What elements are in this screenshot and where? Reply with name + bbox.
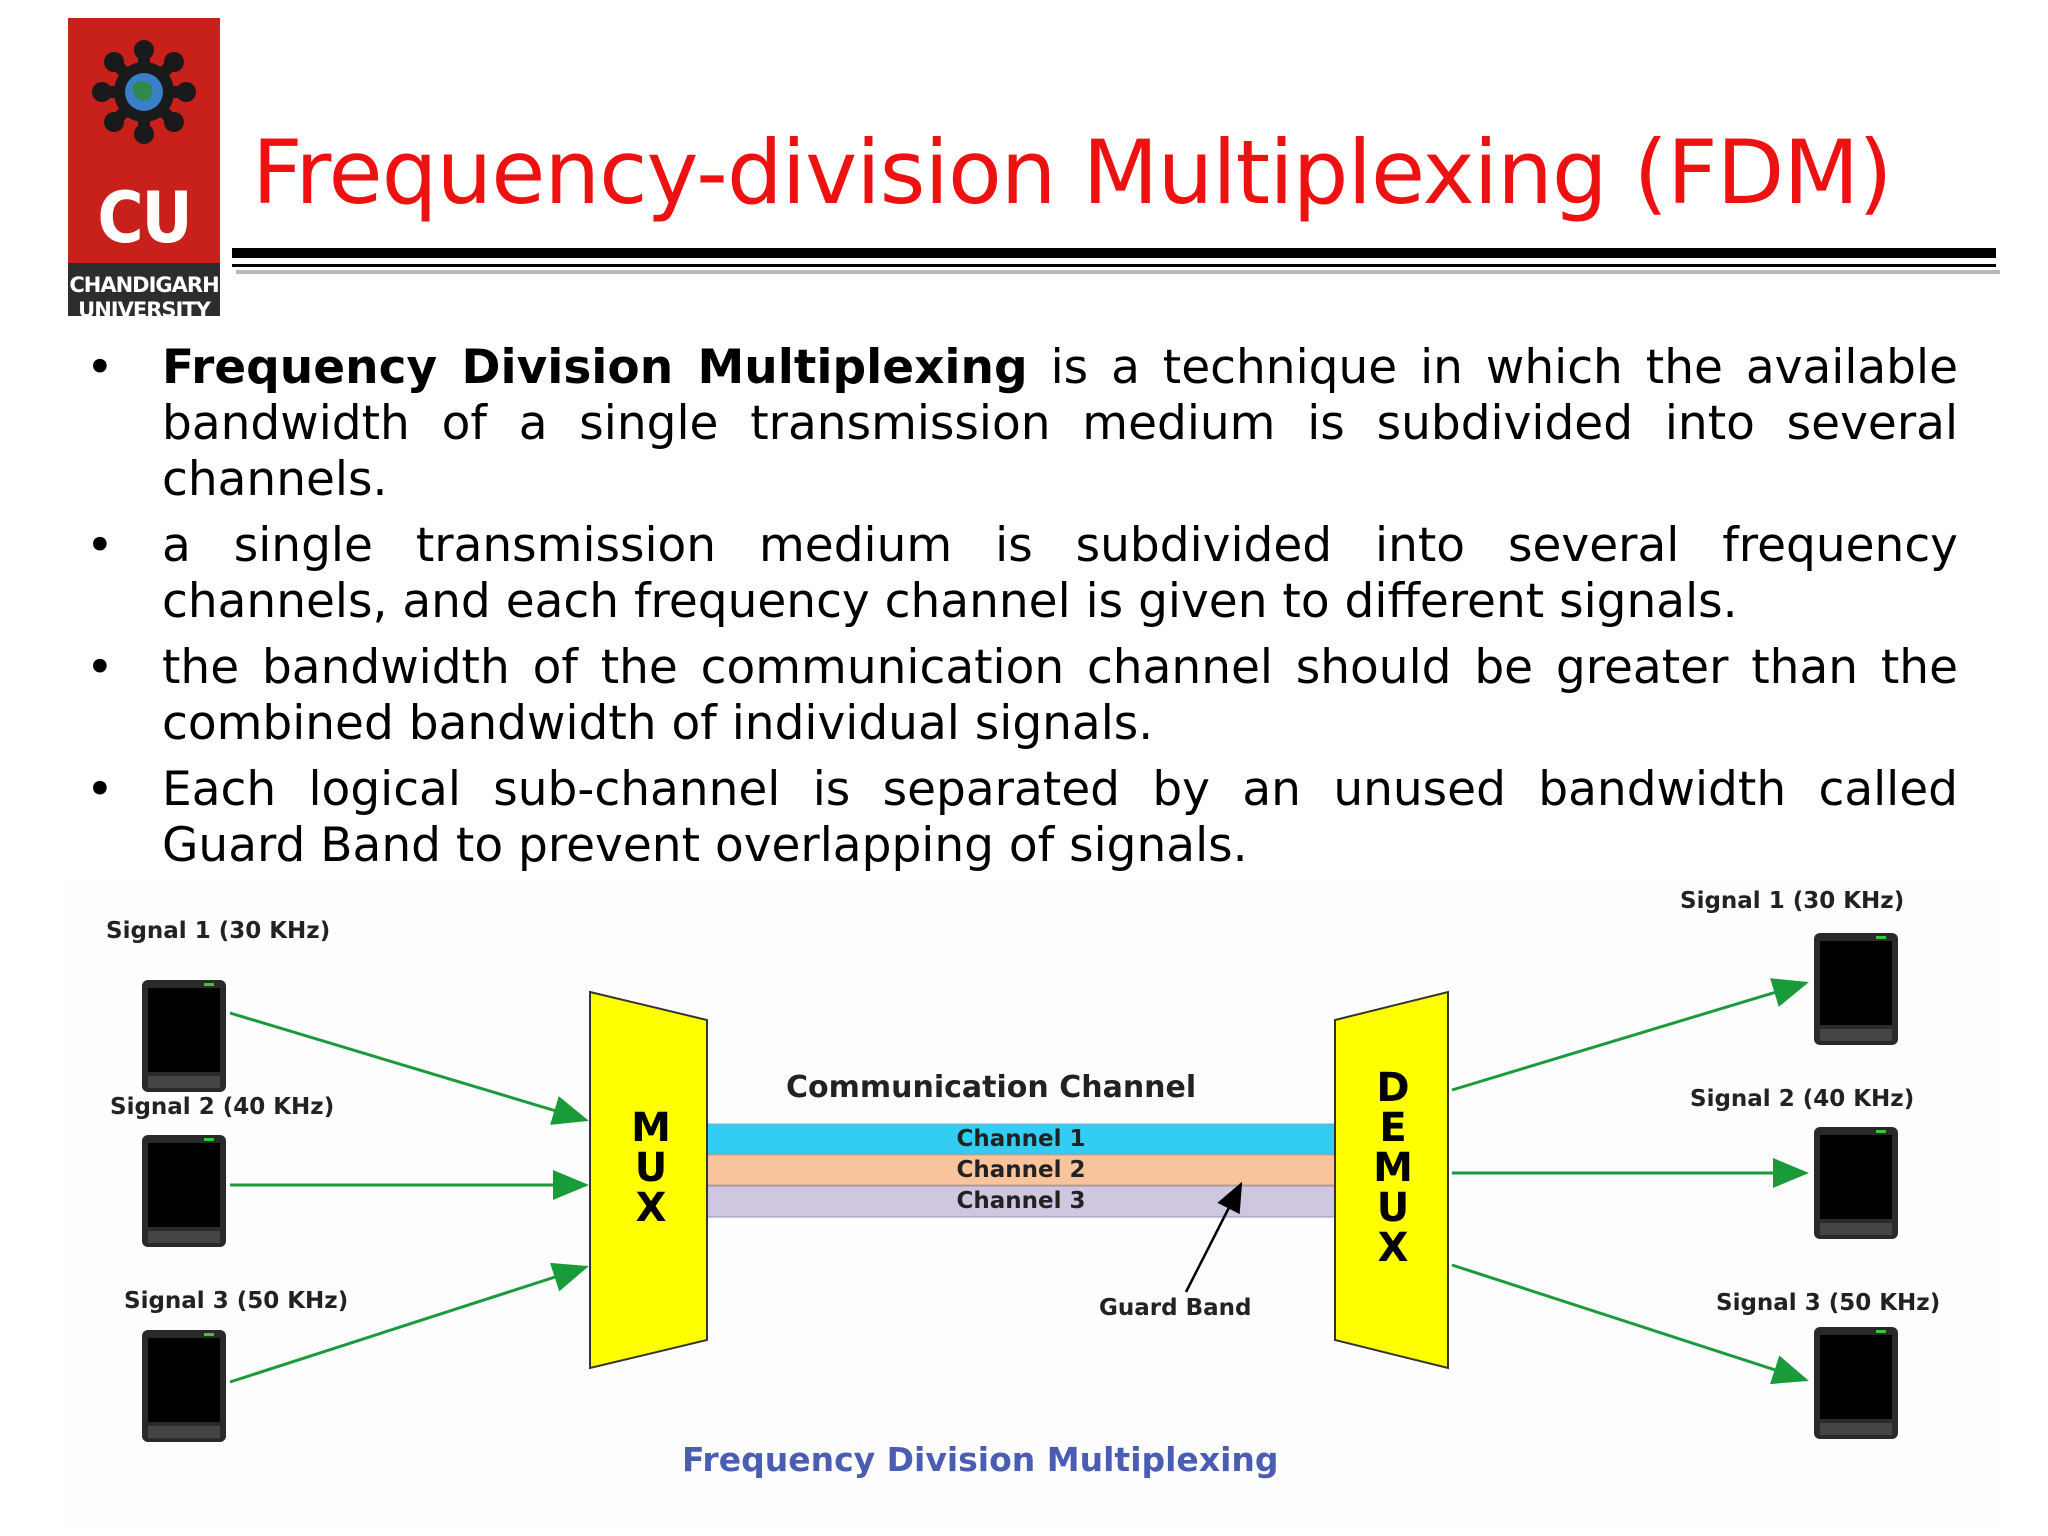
output-phone-icon xyxy=(1814,933,1898,1045)
input-signal-1-label: Signal 1 (30 KHz) xyxy=(106,918,331,944)
vertical-letter: U xyxy=(1376,1185,1410,1231)
title-rule-thin xyxy=(232,264,1996,267)
guard-band-label: Guard Band xyxy=(1099,1295,1252,1321)
channel-2-band xyxy=(706,1154,1336,1186)
bullet-icon: • xyxy=(86,518,114,573)
channel-1-label: Channel 1 xyxy=(956,1126,1086,1152)
bullet-item: • the bandwidth of the communication chan… xyxy=(80,640,1958,752)
vertical-letter: E xyxy=(1379,1105,1407,1151)
bullet-item: • a single transmission medium is subdivi… xyxy=(80,518,1958,630)
input-signal-3-label: Signal 3 (50 KHz) xyxy=(124,1288,349,1314)
output-arrow xyxy=(1451,1263,1809,1385)
output-signal-2-label: Signal 2 (40 KHz) xyxy=(1690,1086,1915,1112)
bullet-bold: Frequency Division Multiplexing xyxy=(162,340,1028,395)
output-phone-icon xyxy=(1814,1327,1898,1439)
slide-title: Frequency-division Multiplexing (FDM) xyxy=(252,121,1893,224)
bullet-item: • Each logical sub-channel is separated b… xyxy=(80,762,1958,874)
bullet-text: a single transmission medium is subdivid… xyxy=(162,518,1958,629)
bullet-text: the bandwidth of the communication chann… xyxy=(162,640,1958,751)
title-rule-shadow xyxy=(236,270,2000,274)
university-logo: CU CHANDIGARH UNIVERSITY xyxy=(68,18,220,322)
input-phone-icon xyxy=(142,1135,226,1247)
channel-3-label: Channel 3 xyxy=(956,1188,1086,1214)
logo-name-line1: CHANDIGARH xyxy=(69,273,219,297)
fdm-diagram-graphics xyxy=(142,933,1898,1442)
mux-block xyxy=(589,990,708,1370)
guard-band-arrow xyxy=(1184,1181,1243,1293)
channel-title: Communication Channel xyxy=(786,1070,1197,1105)
output-signal-1-label: Signal 1 (30 KHz) xyxy=(1680,888,1905,914)
input-phone-icon xyxy=(142,980,226,1092)
bullet-icon: • xyxy=(86,340,114,395)
bullet-text: Each logical sub-channel is separated by… xyxy=(162,762,1958,873)
bullet-text: is a technique in which the available ba… xyxy=(162,340,1958,507)
bullet-list: • Frequency Division Multiplexing is a te… xyxy=(80,340,1958,884)
channel-2-label: Channel 2 xyxy=(956,1157,1086,1183)
vertical-letter: D xyxy=(1376,1065,1410,1111)
input-arrow xyxy=(229,1011,589,1125)
vertical-letter: X xyxy=(635,1185,667,1231)
vertical-letter: M xyxy=(1373,1145,1413,1191)
bullet-icon: • xyxy=(86,762,114,817)
diagram-caption: Frequency Division Multiplexing xyxy=(682,1440,1279,1479)
fdm-diagram: Signal 1 (30 KHz) Signal 2 (40 KHz) Sign… xyxy=(66,880,1996,1530)
channel-1-band xyxy=(706,1123,1336,1155)
bullet-item: • Frequency Division Multiplexing is a te… xyxy=(80,340,1958,508)
vertical-letter: X xyxy=(1377,1225,1409,1271)
logo-abbreviation: CU xyxy=(97,177,192,259)
input-phone-icon xyxy=(142,1330,226,1442)
input-signal-2-label: Signal 2 (40 KHz) xyxy=(110,1094,335,1120)
vertical-letter: U xyxy=(634,1145,668,1191)
output-phone-icon xyxy=(1814,1127,1898,1239)
logo-name-band xyxy=(68,263,220,316)
demux-block xyxy=(1334,990,1449,1370)
vertical-letter: M xyxy=(631,1105,671,1151)
input-arrow xyxy=(229,1262,589,1384)
emblem-icon xyxy=(92,40,196,144)
output-signal-3-label: Signal 3 (50 KHz) xyxy=(1716,1290,1941,1316)
title-rule xyxy=(232,248,1996,258)
bullet-icon: • xyxy=(86,640,114,695)
output-arrow xyxy=(1451,978,1809,1092)
logo-name-line2: UNIVERSITY xyxy=(78,298,211,322)
